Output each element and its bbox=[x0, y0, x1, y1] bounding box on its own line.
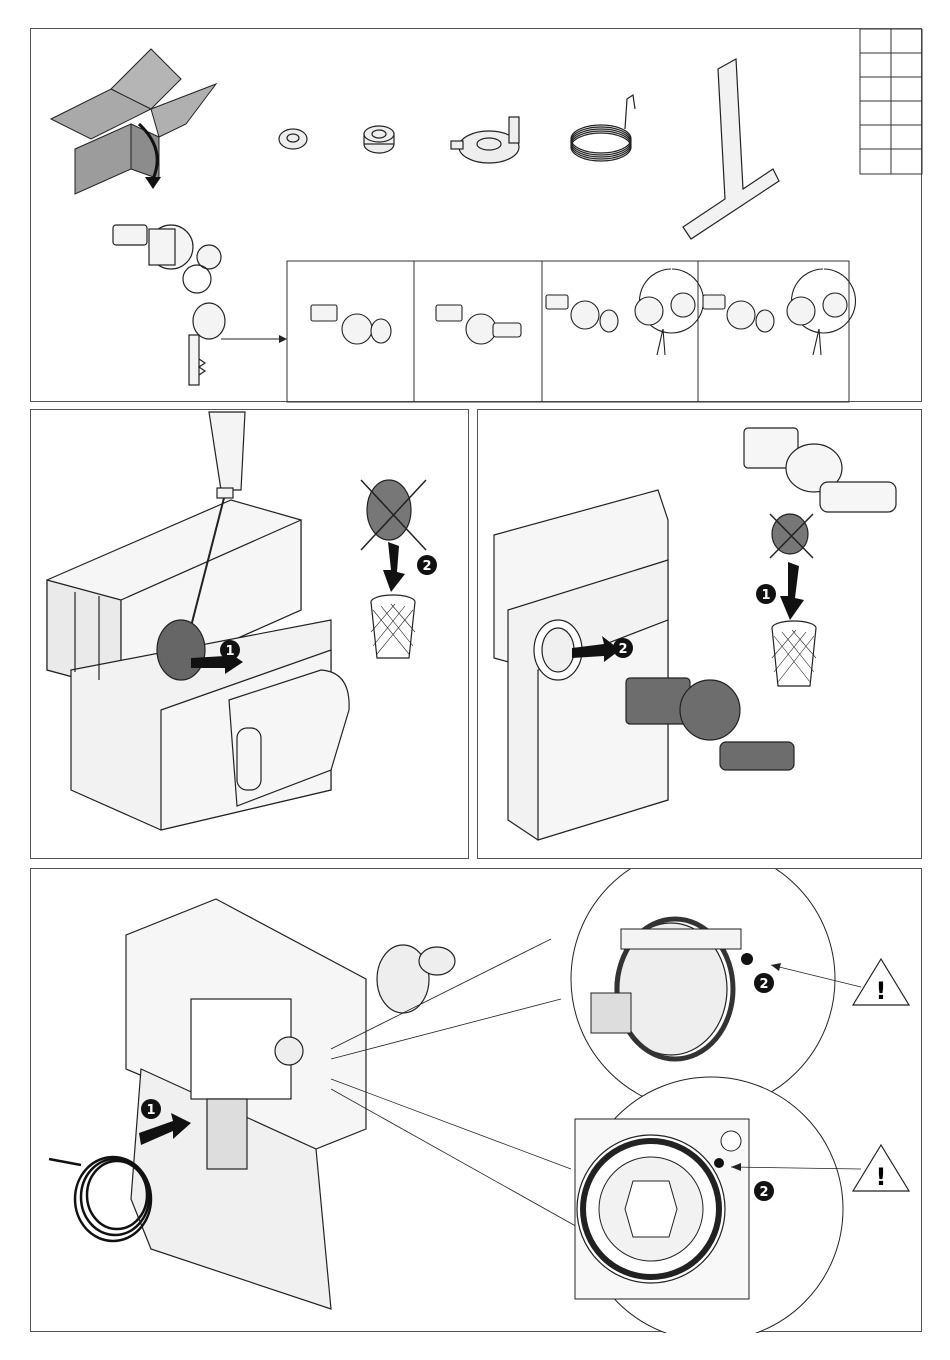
discard-arrow-icon bbox=[780, 562, 804, 620]
detail-top-icon bbox=[571, 869, 835, 1111]
svg-text:2: 2 bbox=[759, 977, 768, 992]
lock-plate-icon bbox=[451, 117, 519, 163]
warning-icon-bottom: ! bbox=[853, 1145, 909, 1191]
spacer-ring-icon bbox=[364, 126, 394, 153]
panel-insert-cylinder: 1 2 bbox=[477, 409, 922, 859]
waste-bin-icon bbox=[772, 621, 816, 686]
variant-2-cylinder-icon bbox=[436, 305, 521, 344]
breaker-body-icon bbox=[494, 490, 668, 840]
remove-cover-drawing: 1 2 bbox=[31, 410, 470, 860]
waste-bin-icon bbox=[371, 595, 415, 658]
variant-4-cylinder-icon bbox=[703, 269, 856, 355]
discarded-cover-icon bbox=[361, 480, 426, 550]
step-marker-remove: 1 bbox=[220, 640, 240, 660]
svg-text:1: 1 bbox=[761, 588, 770, 603]
coil-spring-icon bbox=[571, 95, 635, 161]
cover-cap-icon bbox=[157, 620, 205, 680]
svg-text:!: ! bbox=[876, 1163, 887, 1191]
svg-text:1: 1 bbox=[146, 1103, 155, 1118]
variant-3-cylinder-icon bbox=[546, 269, 704, 355]
svg-text:2: 2 bbox=[618, 642, 627, 657]
breaker-back-icon bbox=[126, 899, 455, 1309]
tally-table bbox=[860, 29, 922, 174]
step-marker-insert: 2 bbox=[613, 638, 633, 658]
panel-package-contents bbox=[30, 28, 922, 402]
variant-1-cylinder-icon bbox=[311, 305, 391, 344]
step-marker-discard: 2 bbox=[417, 555, 437, 575]
svg-text:1: 1 bbox=[225, 644, 234, 659]
step-marker-insert: 1 bbox=[141, 1099, 161, 1119]
cylinder-with-key-icon bbox=[744, 428, 896, 512]
svg-text:2: 2 bbox=[422, 559, 431, 574]
svg-text:2: 2 bbox=[759, 1185, 768, 1200]
panel-remove-cover: 1 2 bbox=[30, 409, 469, 859]
svg-text:!: ! bbox=[876, 977, 887, 1005]
package-contents-drawing bbox=[31, 29, 923, 403]
lock-cylinder-icon bbox=[113, 225, 225, 385]
t-tool-icon bbox=[683, 59, 779, 239]
warning-icon-top: ! bbox=[853, 959, 909, 1005]
hex-nut-icon bbox=[279, 129, 307, 149]
step-marker-detail-top: 2 bbox=[754, 973, 774, 993]
discard-arrow-icon bbox=[383, 542, 405, 592]
open-box-icon bbox=[51, 49, 216, 194]
detail-leader-lines bbox=[331, 939, 581, 1229]
discarded-cap-icon bbox=[770, 514, 813, 558]
panel-spring-install: ! ! 1 2 2 bbox=[30, 868, 922, 1332]
step-marker-detail-bottom: 2 bbox=[754, 1181, 774, 1201]
detail-bottom-icon bbox=[575, 1077, 843, 1333]
insert-cylinder-drawing: 1 2 bbox=[478, 410, 923, 860]
step-marker-discard: 1 bbox=[756, 584, 776, 604]
spring-install-drawing: ! ! 1 2 2 bbox=[31, 869, 923, 1333]
